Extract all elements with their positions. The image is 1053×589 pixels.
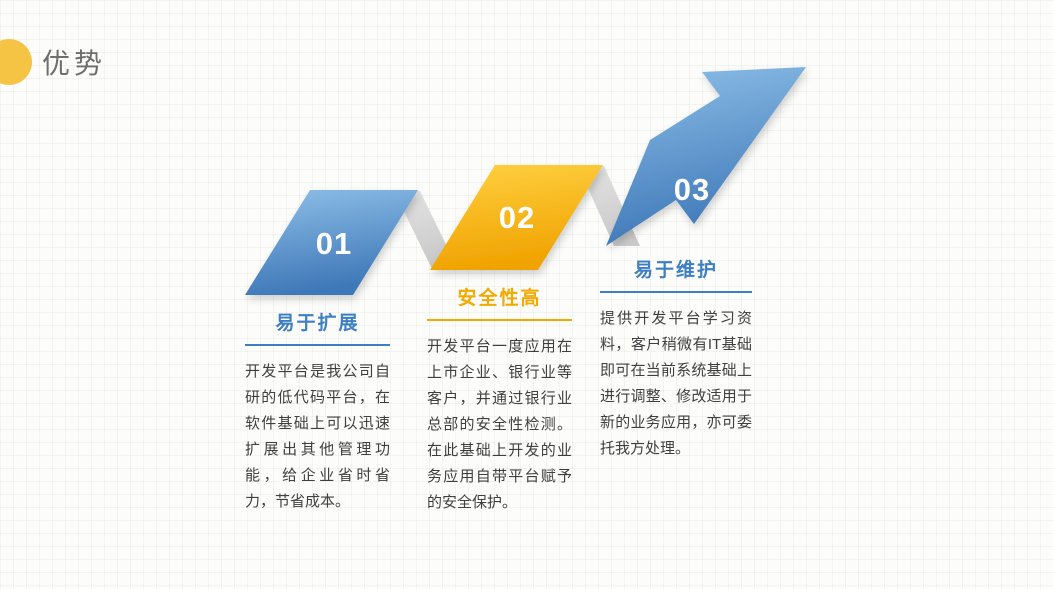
- step-2-number: 02: [499, 200, 535, 235]
- step-1-title: 易于扩展: [275, 313, 360, 334]
- step-1-parallelogram: [245, 190, 418, 295]
- step-2-description: 开发平台一度应用在上市企业、银行业等客户，并通过银行业总部的安全性检测。在此基础…: [427, 338, 572, 511]
- step-2-column: 安全性高 开发平台一度应用在上市企业、银行业等客户，并通过银行业总部的安全性检测…: [427, 283, 572, 516]
- step-2-title: 安全性高: [457, 288, 542, 309]
- step-3-number: 03: [674, 172, 710, 207]
- step-3-column: 易于维护 提供开发平台学习资料，客户稍微有IT基础即可在当前系统基础上进行调整、…: [600, 255, 752, 462]
- step-2-parallelogram: [430, 165, 603, 270]
- step-1-description: 开发平台是我公司自研的低代码平台，在软件基础上可以迅速扩展出其他管理功能，给企业…: [245, 363, 390, 510]
- step-1-underline: [245, 344, 390, 346]
- step-1-column: 易于扩展 开发平台是我公司自研的低代码平台，在软件基础上可以迅速扩展出其他管理功…: [245, 308, 390, 515]
- step-1-number: 01: [316, 226, 352, 261]
- page-title: 优势: [42, 48, 107, 79]
- step-3-description: 提供开发平台学习资料，客户稍微有IT基础即可在当前系统基础上进行调整、修改适用于…: [600, 310, 752, 457]
- connector-1-ribbon: [394, 191, 458, 269]
- step-3-underline: [600, 291, 752, 293]
- step-3-arrow: [606, 67, 806, 246]
- step-3-title: 易于维护: [633, 260, 718, 281]
- step-2-underline: [427, 319, 572, 321]
